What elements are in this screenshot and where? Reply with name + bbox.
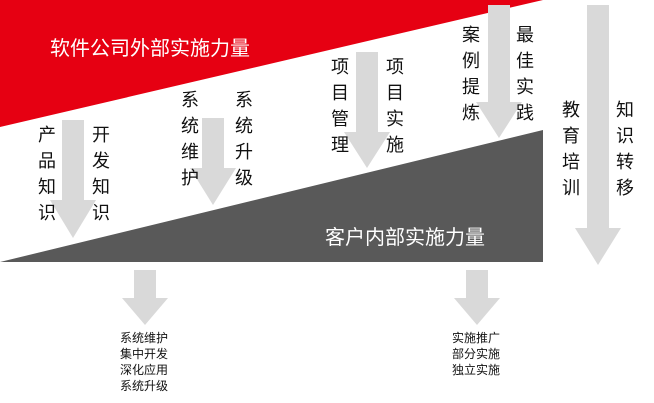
left-outcomes: 系统维护 集中开发 深化应用 系统升级 [120, 330, 168, 394]
outcome-item: 实施推广 [452, 331, 501, 345]
arrow-down-icon [50, 120, 96, 238]
column-label: 产品知识 [38, 125, 56, 224]
outcome-item: 深化应用 [120, 363, 169, 377]
column-label: 系统维护 [181, 90, 199, 189]
column-label: 教育培训 [562, 100, 580, 199]
column-label: 项目管理 [331, 57, 349, 156]
column-label: 开发知识 [92, 125, 110, 224]
column-label: 案例提炼 [462, 25, 480, 124]
outer-force-triangle [0, 0, 543, 127]
arrow-down-icon [454, 270, 500, 325]
inner-force-label: 客户内部实施力量 [325, 225, 485, 249]
column-label: 最佳实践 [516, 25, 534, 124]
outcome-item: 系统升级 [120, 379, 169, 393]
arrow-down-icon [122, 270, 168, 325]
column-label: 知识转移 [616, 100, 634, 199]
arrow-down-icon [344, 52, 390, 168]
right-outcomes: 实施推广 部分实施 独立实施 [452, 330, 500, 378]
column-label: 项目实施 [386, 57, 404, 156]
outcome-item: 部分实施 [452, 347, 501, 361]
outcome-item: 集中开发 [120, 347, 169, 361]
arrow-down-icon [476, 5, 522, 138]
arrow-down-icon [190, 118, 236, 205]
outcome-item: 系统维护 [120, 331, 169, 345]
inner-force-triangle [0, 130, 543, 262]
outer-force-label: 软件公司外部实施力量 [50, 36, 250, 60]
column-label: 系统升级 [235, 90, 253, 189]
outcome-item: 独立实施 [452, 363, 501, 377]
arrow-down-icon [575, 5, 621, 265]
